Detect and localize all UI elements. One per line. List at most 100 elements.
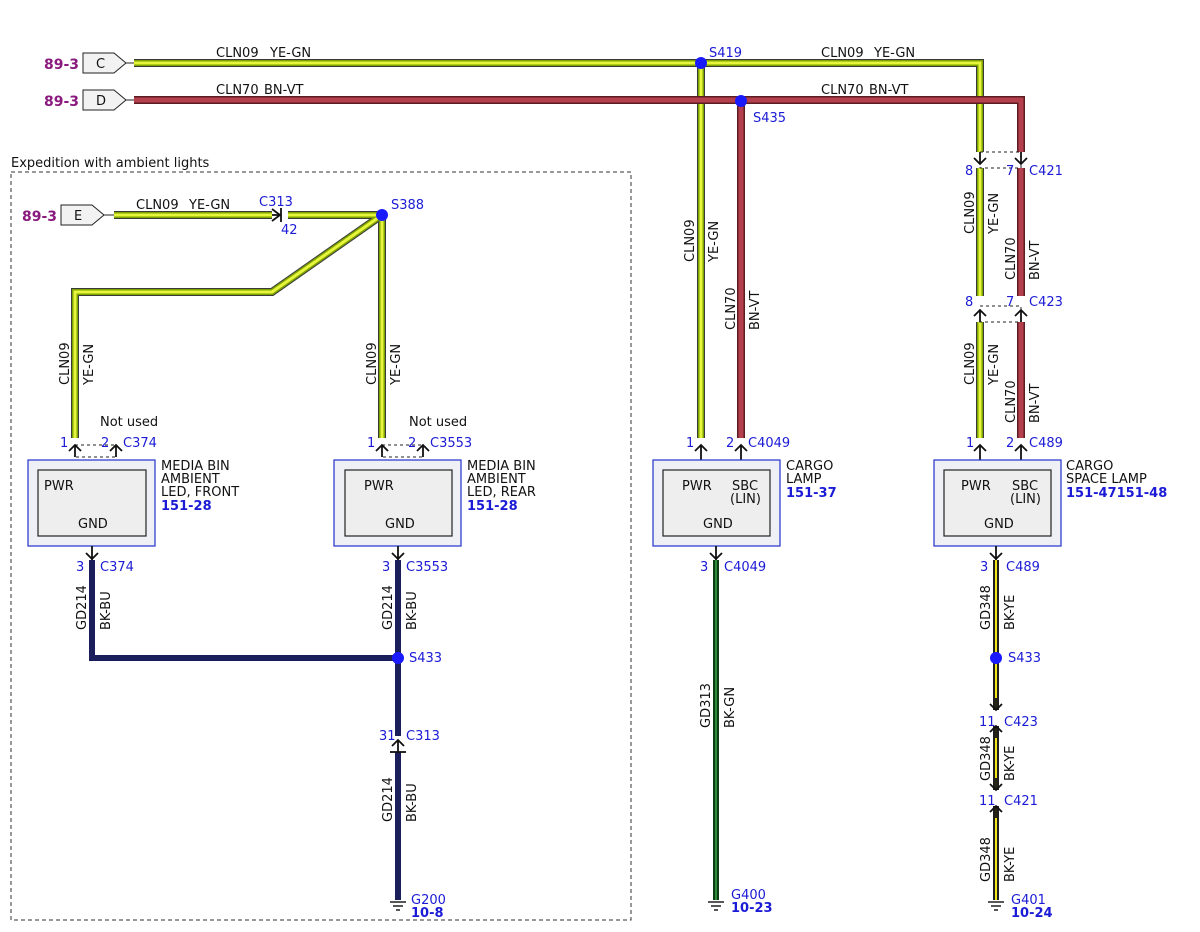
wire-label-cln09-e: CLN09 bbox=[136, 198, 179, 213]
ground-g400[interactable]: G400 10-23 bbox=[708, 888, 773, 916]
splice-s433-left[interactable] bbox=[392, 652, 404, 664]
ground-icon bbox=[390, 901, 406, 911]
wire-color-bn-vt-top-right: BN-VT bbox=[869, 83, 908, 98]
component-ref-link[interactable]: 151-28 bbox=[467, 499, 518, 514]
ground-g200-ref[interactable]: 10-8 bbox=[411, 906, 444, 921]
pwr-label: PWR bbox=[364, 479, 394, 494]
ground-g401-name: G401 bbox=[1011, 893, 1046, 908]
component-name-line2: LAMP bbox=[786, 472, 822, 487]
connector-arrow-icon bbox=[68, 443, 82, 457]
component-ref-link[interactable]: 151-28 bbox=[161, 499, 212, 514]
offpage-connector-c[interactable]: C 89-3 bbox=[44, 52, 134, 74]
vlabel-bkbu-front: BK-BU bbox=[99, 591, 114, 630]
connector-c313-bottom-label: C313 bbox=[406, 729, 440, 744]
vlabel-cln09-space-lower: CLN09 bbox=[963, 342, 978, 385]
pin-label: 1 bbox=[686, 436, 694, 451]
wire-color-bn-vt-top-left: BN-VT bbox=[264, 83, 303, 98]
pin-label: 1 bbox=[966, 436, 974, 451]
component-name-line1: MEDIA BIN bbox=[467, 459, 536, 474]
expedition-region-label: Expedition with ambient lights bbox=[11, 156, 210, 171]
sbc-label: SBC bbox=[1012, 479, 1038, 494]
splice-s433-left-label: S433 bbox=[409, 651, 442, 666]
connector-c421[interactable]: 8 7 C421 bbox=[965, 151, 1063, 179]
component-ref-link[interactable]: 151-37 bbox=[786, 486, 837, 501]
component-media-bin-front[interactable]: 1 2 C374 Not used PWR GND MEDIA BIN AMBI… bbox=[27, 415, 239, 575]
connector-c421-ground-label: C421 bbox=[1004, 794, 1038, 809]
connector-c421-pin-8: 8 bbox=[965, 164, 973, 179]
wire-bk-bu-group bbox=[89, 560, 401, 900]
vlabel-gd348-upper: GD348 bbox=[979, 585, 994, 630]
offpage-d-page: 89-3 bbox=[44, 94, 79, 110]
expedition-region-box bbox=[10, 171, 632, 921]
splice-s433-right[interactable] bbox=[990, 652, 1002, 664]
connector-arrow-icon bbox=[109, 443, 123, 457]
splice-s388[interactable] bbox=[376, 209, 388, 221]
lin-label: (LIN) bbox=[1010, 492, 1041, 507]
connector-c421-ground[interactable]: 11 C421 bbox=[979, 778, 1038, 818]
ground-g401-ref[interactable]: 10-24 bbox=[1011, 906, 1053, 921]
offpage-e-letter: E bbox=[74, 209, 82, 224]
connector-arrow-icon bbox=[391, 738, 405, 752]
vlabel-bkgn: BK-GN bbox=[723, 687, 738, 728]
vlabel-bkye-upper: BK-YE bbox=[1003, 595, 1018, 630]
connector-arrow-icon bbox=[709, 546, 723, 561]
splice-s435[interactable] bbox=[735, 95, 747, 107]
connector-arrow-icon bbox=[1014, 152, 1028, 166]
connector-arrow-icon bbox=[989, 546, 1003, 561]
offpage-c-page: 89-3 bbox=[44, 57, 79, 73]
ground-g200-name: G200 bbox=[411, 893, 446, 908]
pwr-label: PWR bbox=[44, 479, 74, 494]
component-cargo-lamp[interactable]: 1 2 C4049 PWR SBC (LIN) GND CARGO LAMP 1… bbox=[652, 436, 837, 575]
wire-mid-1 bbox=[134, 60, 983, 152]
component-name-line3: LED, REAR bbox=[467, 485, 536, 500]
vlabel-cln09-rear: CLN09 bbox=[365, 342, 380, 385]
connector-c423[interactable]: 8 7 C423 bbox=[965, 295, 1063, 323]
wire-color-ye-gn-e: YE-GN bbox=[188, 198, 230, 213]
splice-s435-label: S435 bbox=[753, 111, 786, 126]
not-used-label: Not used bbox=[409, 415, 467, 430]
offpage-c-shape bbox=[82, 52, 127, 74]
vlabel-cln70-cargo: CLN70 bbox=[724, 287, 739, 330]
offpage-connector-d[interactable]: D 89-3 bbox=[44, 89, 134, 111]
connector-arrow-icon bbox=[989, 724, 1003, 738]
connector-arrow-icon bbox=[973, 152, 987, 166]
vlabel-bkbu-g200: BK-BU bbox=[405, 783, 420, 822]
component-cargo-space-lamp[interactable]: 1 2 C489 PWR SBC (LIN) GND CARGO SPACE L… bbox=[933, 436, 1167, 575]
ground-g400-ref[interactable]: 10-23 bbox=[731, 901, 773, 916]
component-name-line2: SPACE LAMP bbox=[1066, 472, 1147, 487]
offpage-d-letter: D bbox=[96, 94, 106, 109]
splice-s419[interactable] bbox=[695, 57, 707, 69]
pwr-label: PWR bbox=[961, 479, 991, 494]
component-name-line1: CARGO bbox=[1066, 459, 1113, 474]
connector-arrow-icon bbox=[989, 698, 1003, 712]
connector-c421-label: C421 bbox=[1029, 164, 1063, 179]
lin-label: (LIN) bbox=[730, 492, 761, 507]
component-body bbox=[943, 469, 1052, 537]
vlabel-cln70-space-lower: CLN70 bbox=[1004, 380, 1019, 423]
gnd-label: GND bbox=[385, 517, 415, 532]
connector-c423-ground[interactable]: 11 C423 bbox=[979, 698, 1038, 738]
vlabel-gd348-lower: GD348 bbox=[979, 837, 994, 882]
ground-g401[interactable]: G401 10-24 bbox=[988, 893, 1053, 921]
connector-arrow-icon bbox=[1014, 443, 1028, 460]
sbc-label: SBC bbox=[732, 479, 758, 494]
offpage-connector-e[interactable]: E 89-3 bbox=[22, 204, 114, 226]
pin-label: 2 bbox=[1006, 436, 1014, 451]
ground-g200[interactable]: G200 10-8 bbox=[390, 893, 446, 921]
connector-c3553-top-label: C3553 bbox=[430, 436, 472, 451]
connector-c313-bottom[interactable]: 31 C313 bbox=[379, 729, 440, 753]
ground-icon bbox=[708, 901, 724, 911]
component-name-line1: CARGO bbox=[786, 459, 833, 474]
gnd-label: GND bbox=[984, 517, 1014, 532]
component-ref-link[interactable]: 151-47151-48 bbox=[1066, 486, 1167, 501]
vlabel-bnvt-space-upper: BN-VT bbox=[1028, 241, 1043, 280]
connector-arrow-icon bbox=[694, 443, 708, 460]
connector-arrow-icon bbox=[375, 443, 389, 457]
connector-arrow-icon bbox=[85, 546, 99, 561]
connector-c313-pin: 42 bbox=[281, 223, 298, 238]
wire-cln09-top bbox=[134, 59, 984, 152]
component-media-bin-rear[interactable]: 1 2 C3553 Not used PWR GND MEDIA BIN AMB… bbox=[333, 415, 536, 575]
offpage-e-shape bbox=[60, 204, 105, 226]
pin-label: 2 bbox=[726, 436, 734, 451]
connector-c313-top[interactable]: C313 42 bbox=[259, 195, 298, 238]
